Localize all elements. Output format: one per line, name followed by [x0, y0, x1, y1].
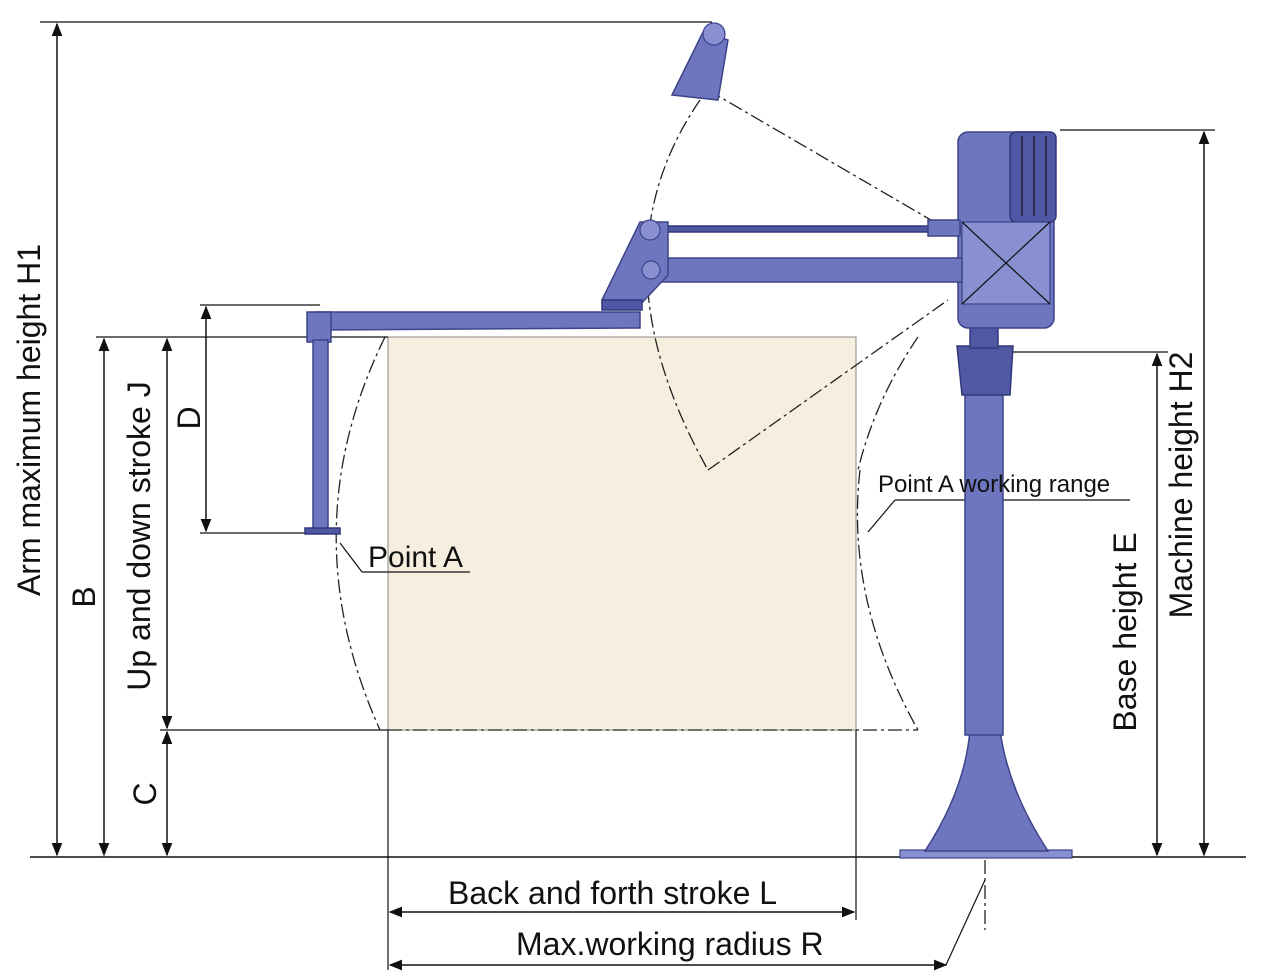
vertical-dimensions: [51, 22, 1210, 857]
extension-lines: [40, 21, 1215, 970]
d-label: D: [171, 406, 207, 429]
back-forth-stroke-label: Back and forth stroke L: [448, 875, 777, 911]
forearm: [314, 311, 641, 331]
tool-post: [306, 311, 332, 343]
flared-base: [923, 729, 1050, 852]
arm-max-height-label: Arm maximum height H1: [11, 244, 47, 596]
range-leader: [867, 499, 896, 533]
upper-rod: [659, 225, 961, 233]
point-a-label: Point A: [368, 541, 463, 574]
column-collar: [956, 345, 1014, 396]
max-working-radius-label: Max.working radius R: [516, 926, 824, 962]
raised-arm-ghost: [670, 31, 729, 101]
up-down-stroke-label: Up and down stroke J: [121, 381, 157, 691]
point-a-leader: [339, 542, 363, 573]
horizontal-dimensions: [388, 879, 986, 971]
machine-height-label: Machine height H2: [1163, 352, 1199, 619]
manipulator-machine: [304, 22, 1073, 859]
column: [964, 389, 1004, 736]
c-label: C: [127, 782, 163, 805]
working-area: [387, 336, 857, 731]
main-arm: [651, 257, 963, 283]
base-height-label: Base height E: [1107, 532, 1143, 731]
b-label: B: [66, 586, 102, 607]
point-a-range-label: Point A working range: [878, 471, 1110, 498]
